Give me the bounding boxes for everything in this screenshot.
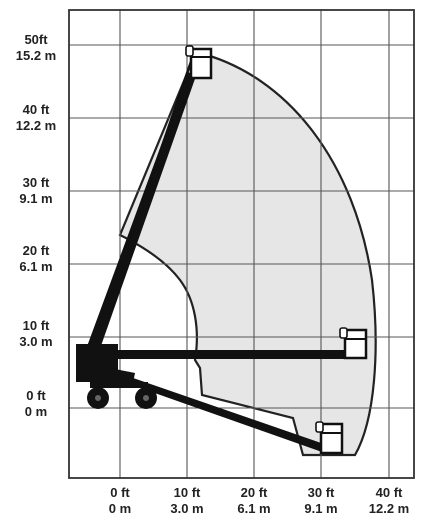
y-tick-m: 0 m (25, 404, 47, 419)
lift-machine (76, 57, 350, 452)
boom-horizontal (80, 350, 350, 359)
y-tick-m: 15.2 m (16, 48, 56, 63)
platform-basket-mid (339, 327, 368, 360)
y-tick-ft: 20 ft (23, 243, 50, 258)
boom-raised (82, 72, 196, 360)
y-tick-m: 3.0 m (19, 334, 52, 349)
y-tick-ft: 30 ft (23, 175, 50, 190)
x-tick-ft: 20 ft (241, 485, 268, 500)
platform-basket-top (185, 45, 213, 80)
y-tick-ft: 40 ft (23, 102, 50, 117)
y-tick-ft: 50ft (24, 32, 48, 47)
y-tick-ft: 0 ft (26, 388, 46, 403)
y-tick-m: 6.1 m (19, 259, 52, 274)
y-tick-ft: 10 ft (23, 318, 50, 333)
boom-lowered (110, 370, 324, 452)
y-axis-labels: 50ft 15.2 m 40 ft 12.2 m 30 ft 9.1 m 20 … (16, 32, 56, 419)
y-tick-m: 9.1 m (19, 191, 52, 206)
x-tick-ft: 0 ft (110, 485, 130, 500)
x-tick-m: 3.0 m (170, 501, 203, 516)
x-axis-labels: 0 ft 0 m 10 ft 3.0 m 20 ft 6.1 m 30 ft 9… (109, 485, 409, 516)
x-tick-m: 9.1 m (304, 501, 337, 516)
x-tick-m: 6.1 m (237, 501, 270, 516)
x-tick-ft: 10 ft (174, 485, 201, 500)
platform-basket-low (315, 421, 344, 455)
x-tick-ft: 40 ft (376, 485, 403, 500)
working-envelope-area (118, 50, 377, 457)
x-tick-m: 12.2 m (369, 501, 409, 516)
x-tick-ft: 30 ft (308, 485, 335, 500)
plot-frame (68, 9, 415, 479)
y-tick-m: 12.2 m (16, 118, 56, 133)
x-tick-m: 0 m (109, 501, 131, 516)
